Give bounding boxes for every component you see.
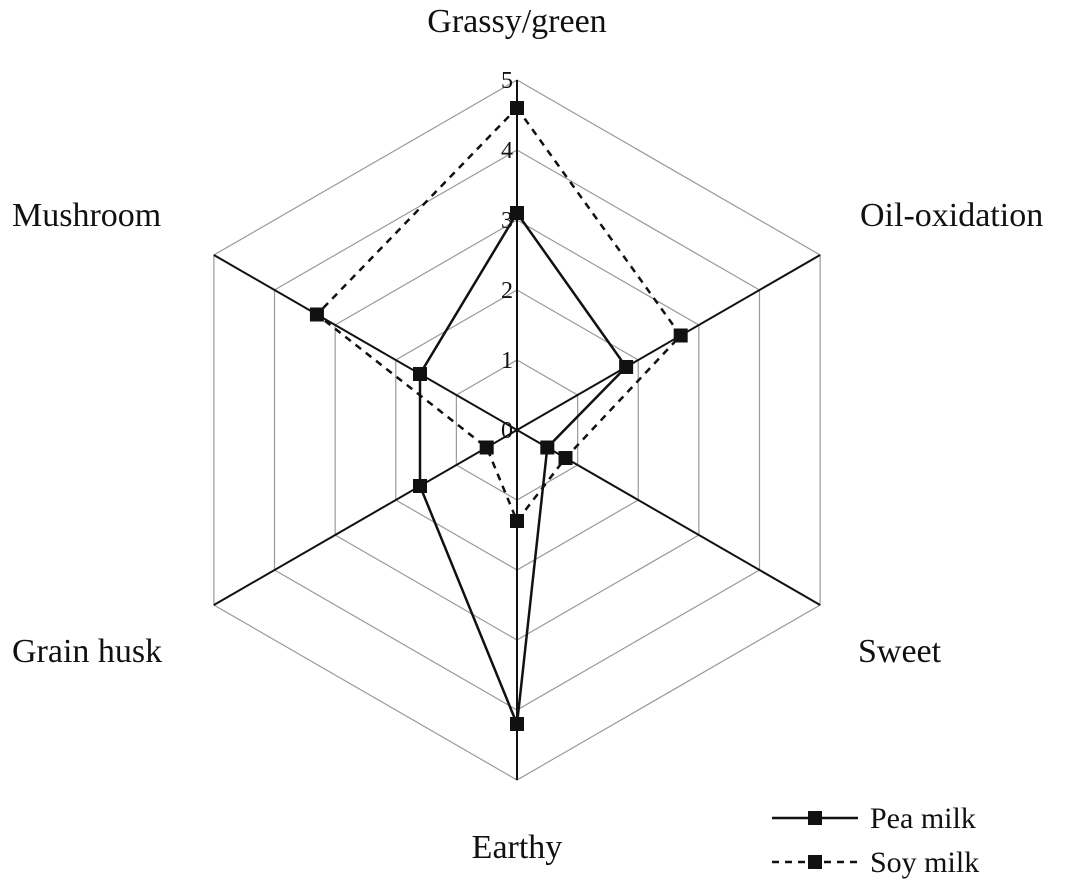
axis-label-4: Grain husk [12,633,162,670]
legend-label: Pea milk [870,802,976,835]
axis-label-5: Mushroom [12,197,161,234]
tick-label: 2 [501,278,513,304]
series-pea-milk [413,206,634,731]
data-point [510,101,524,115]
axis-line-1 [516,254,821,431]
data-point [619,360,634,374]
axis-label-2: Sweet [858,633,942,670]
series-soy-milk [309,101,688,528]
data-point [673,328,688,343]
data-point [540,440,555,455]
data-point [309,307,324,322]
data-point [413,479,428,493]
axis-label-0: Grassy/green [427,3,606,40]
axis-line-5 [213,254,518,431]
legend-label: Soy milk [870,846,979,879]
legend-marker [808,855,822,869]
data-point [510,206,524,220]
axis-label-3: Earthy [472,829,563,866]
series [309,101,688,731]
legend-marker [808,811,822,825]
tick-label: 5 [501,68,513,94]
axis-line-4 [213,429,518,606]
tick-label: 0 [501,418,513,444]
data-point [558,451,573,465]
axes [213,80,821,780]
axis-label-1: Oil-oxidation [860,197,1043,234]
data-point [413,367,428,381]
data-point [510,717,524,731]
tick-label: 1 [501,348,513,374]
series-line [315,106,683,524]
data-point [479,440,494,455]
data-point [510,514,524,528]
tick-label: 4 [501,138,513,164]
